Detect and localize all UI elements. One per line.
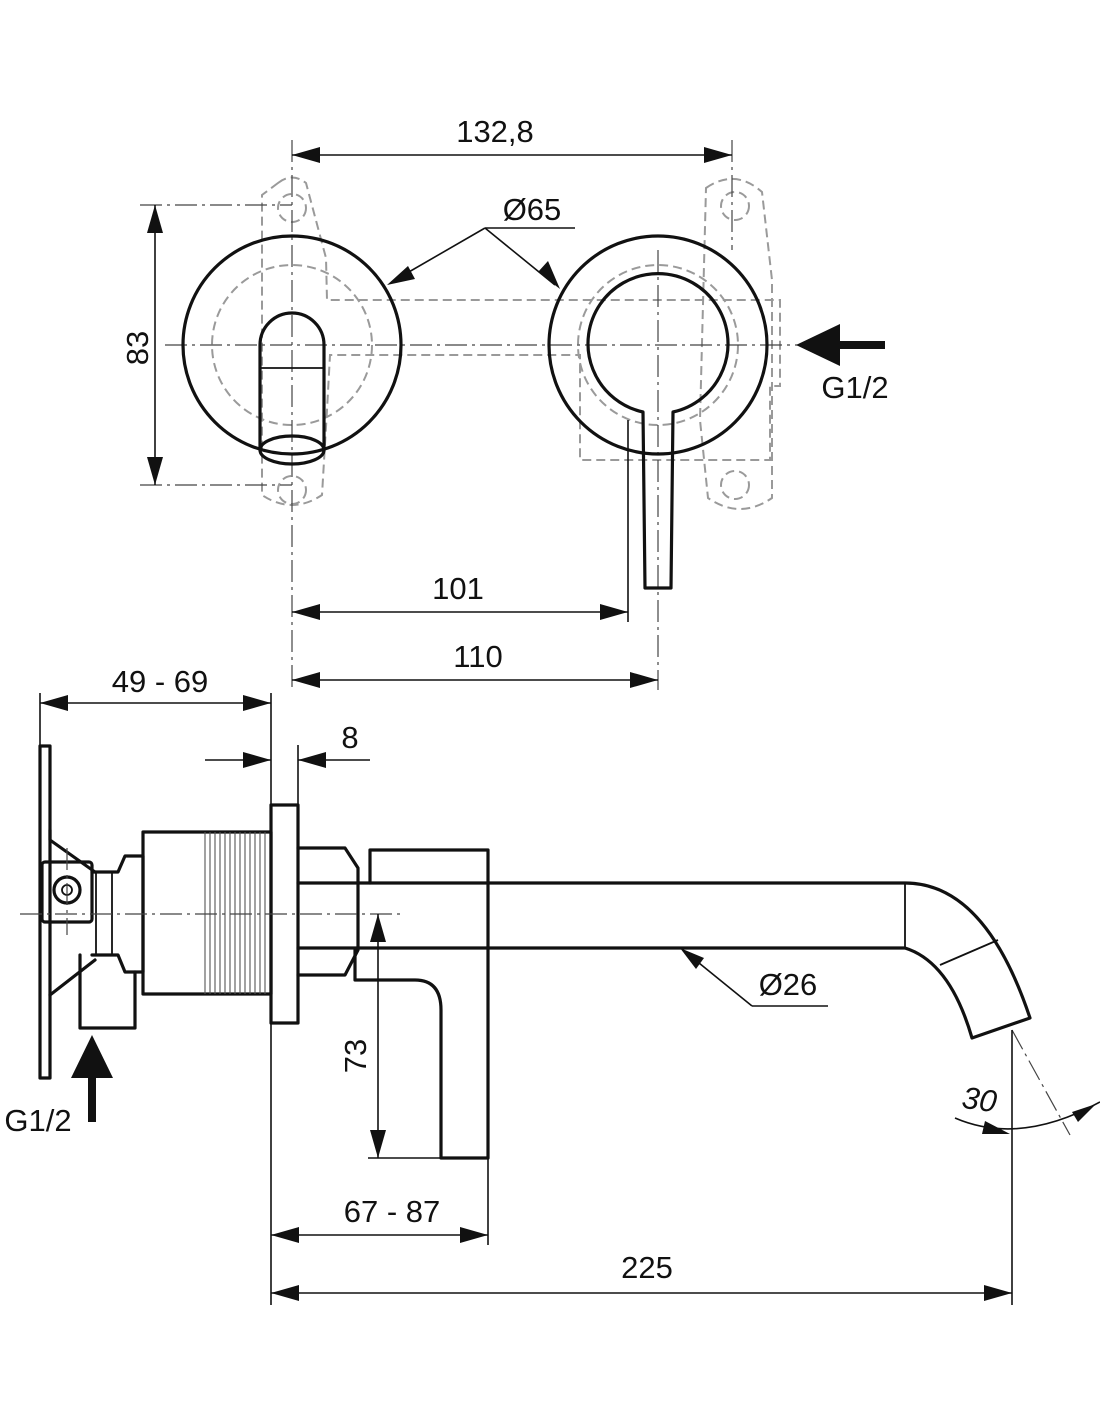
dim-width: 132,8 <box>292 114 732 163</box>
front-center-lines <box>140 140 800 690</box>
dim-diameter-spout: Ø26 <box>680 948 828 1007</box>
dim-lever-offset: 101 <box>292 420 629 622</box>
threaded-sleeve-side <box>141 830 273 996</box>
dim-lever-height: 73 <box>338 914 441 1159</box>
dim-spout-projection: 225 <box>271 1030 1013 1305</box>
dim-lever-projection: 67 - 87 <box>270 1023 489 1305</box>
side-view: 49 - 69 8 73 Ø26 <box>4 664 1100 1305</box>
lever-rosette-front <box>547 234 769 590</box>
spout-side <box>296 881 1032 1040</box>
dim-diameter-rosette-label: Ø65 <box>503 192 562 227</box>
dim-lever-offset-label: 101 <box>432 571 484 606</box>
dim-spout-angle: 30 <box>954 1080 1100 1134</box>
dim-diameter-spout-label: Ø26 <box>759 967 818 1002</box>
spout-rosette-front <box>181 234 403 466</box>
inlet-arrow-side: G1/2 <box>4 1035 113 1138</box>
dim-rosette-thickness: 8 <box>205 720 370 805</box>
dim-height: 83 <box>120 205 163 485</box>
side-center-lines <box>20 848 1071 1136</box>
dim-wall-depth: 49 - 69 <box>39 664 272 805</box>
dim-rosette-thickness-label: 8 <box>341 720 358 755</box>
dim-width-label: 132,8 <box>456 114 534 149</box>
dim-spout-projection-label: 225 <box>621 1250 673 1285</box>
dim-lever-height-label: 73 <box>338 1039 373 1073</box>
dim-centers-label: 110 <box>453 639 502 674</box>
inlet-thread-front-label: G1/2 <box>821 370 888 405</box>
dim-diameter-rosette: Ø65 <box>387 192 575 289</box>
dim-wall-depth-label: 49 - 69 <box>112 664 209 699</box>
inlet-thread-side-label: G1/2 <box>4 1103 71 1138</box>
dim-height-label: 83 <box>120 331 155 365</box>
dim-spout-angle-label: 30 <box>960 1080 999 1119</box>
front-view: 132,8 83 Ø65 G1/2 <box>120 114 889 690</box>
valve-body-side <box>40 854 145 1030</box>
lever-side <box>296 846 490 1160</box>
dim-lever-projection-label: 67 - 87 <box>344 1194 441 1229</box>
inlet-arrow-front: G1/2 <box>796 324 889 405</box>
dim-centers: 110 <box>292 639 658 688</box>
